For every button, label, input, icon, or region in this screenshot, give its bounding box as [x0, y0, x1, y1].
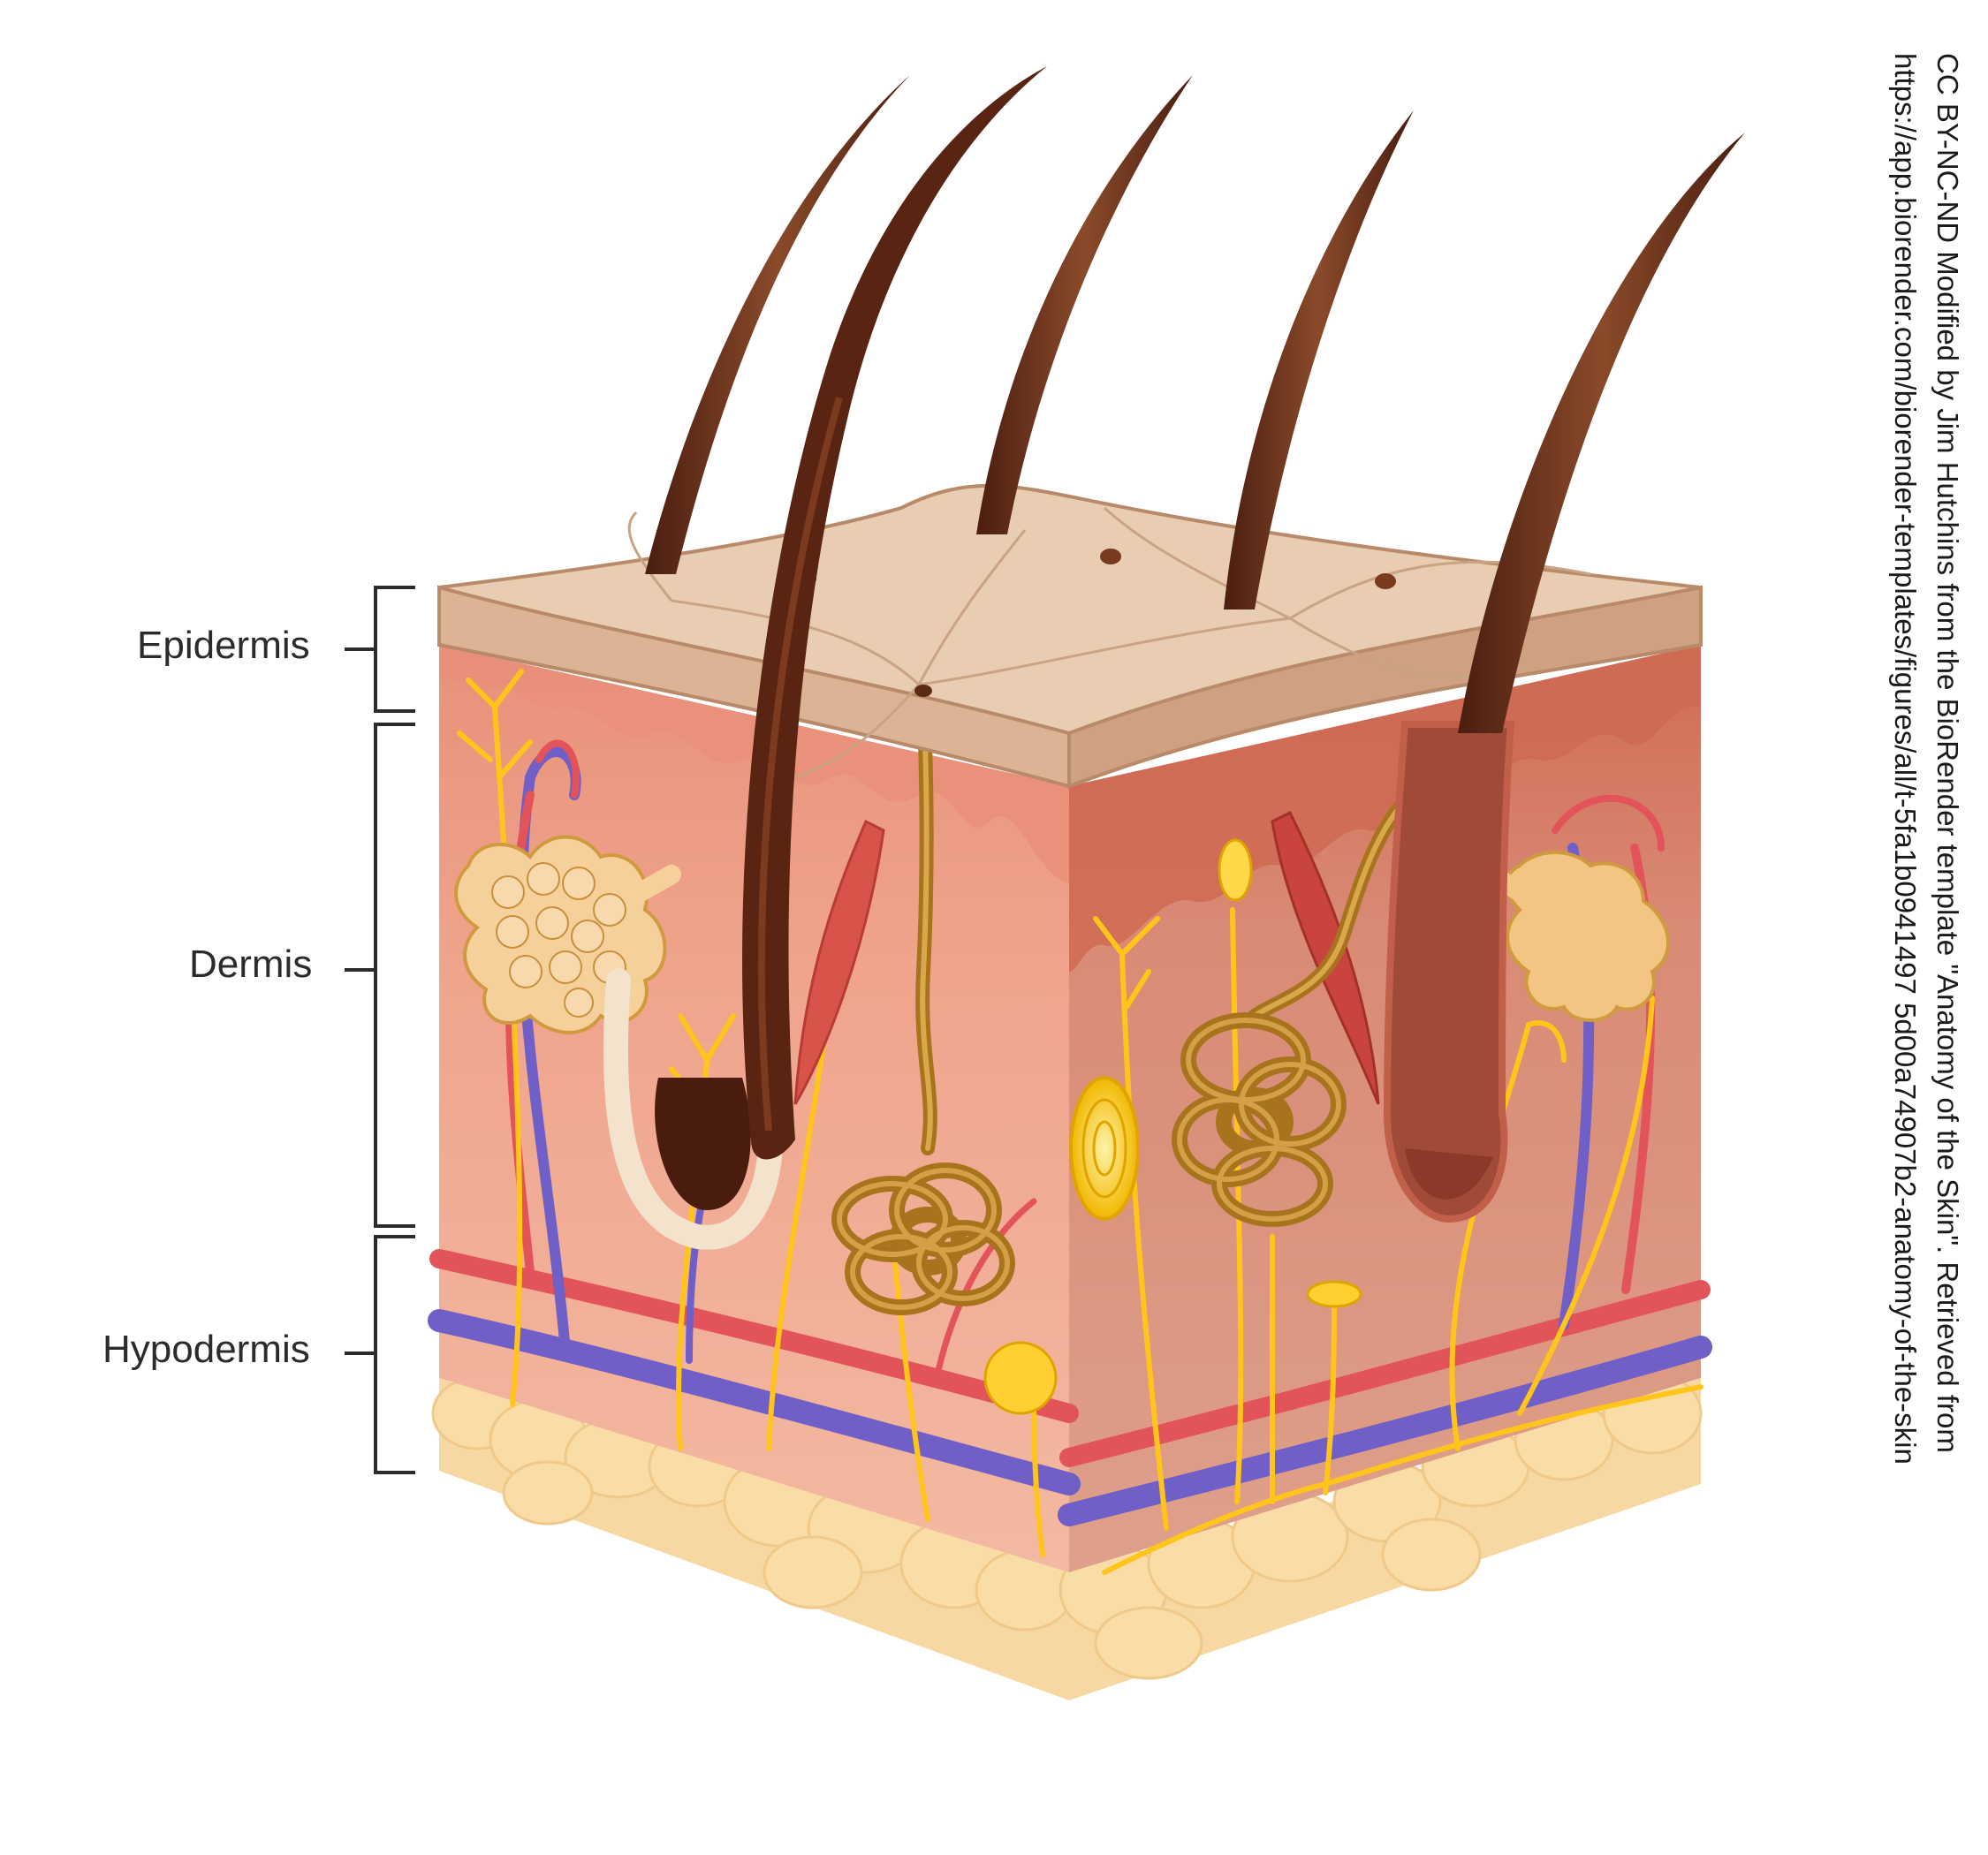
layer-brackets [345, 586, 415, 1474]
hair-shaft-long [742, 66, 1047, 1160]
epidermis-label: Epidermis [137, 624, 310, 667]
credit-line-2: https://app.biorender.com/biorender-temp… [1889, 53, 1922, 1465]
hair-shaft [1458, 132, 1745, 733]
hair-follicle [603, 721, 1515, 1250]
dermis-label: Dermis [189, 943, 313, 986]
credit-line-1: CC BY-NC-ND Modified by Jim Hutchins fro… [1931, 53, 1964, 1453]
attribution-credit: CC BY-NC-ND Modified by Jim Hutchins fro… [1884, 53, 1969, 1465]
pacinian-corpuscle [1069, 838, 1253, 1221]
hair-shaft [976, 75, 1193, 534]
hypodermis-label: Hypodermis [102, 1328, 310, 1371]
epidermis-bracket [345, 586, 415, 713]
free-nerve-ending [983, 1280, 1362, 1415]
hair-shafts [645, 66, 1745, 1160]
hair-shaft [645, 75, 910, 574]
sweat-gland [831, 686, 1438, 1315]
sweat-pore [914, 685, 932, 697]
hair-shaft [1224, 110, 1414, 610]
artery [1059, 1280, 1711, 1467]
dermis-bracket [345, 723, 415, 1228]
hypodermis-bracket [345, 1235, 415, 1474]
